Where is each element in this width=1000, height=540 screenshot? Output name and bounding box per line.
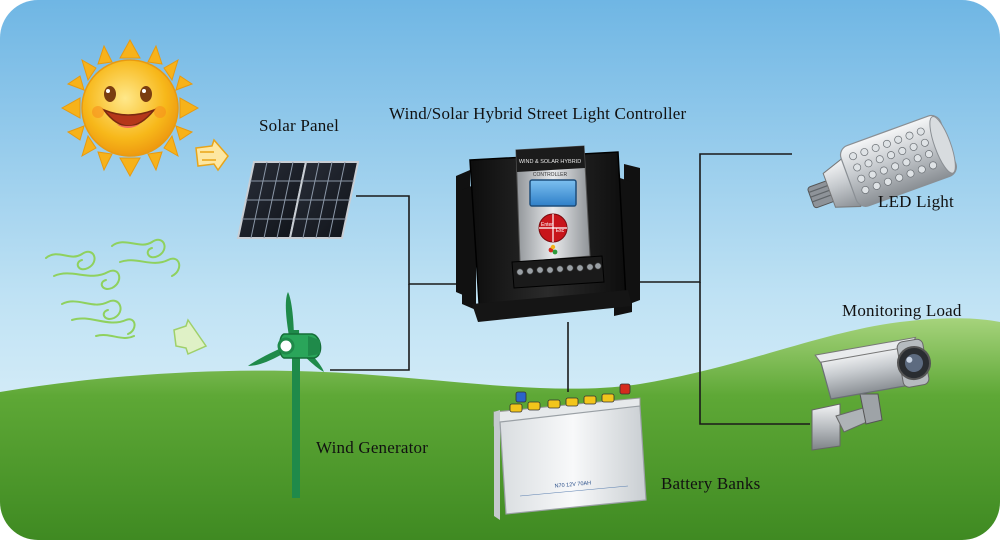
controller-lcd <box>529 179 577 207</box>
svg-text:Enter: Enter <box>541 222 553 228</box>
battery-banks-label: Battery Banks <box>661 474 761 493</box>
solar-panel-icon <box>236 161 360 239</box>
wind-gust-icon <box>45 238 181 339</box>
cctv-camera-icon <box>811 336 932 451</box>
sunlight-arrow-icon <box>195 138 229 172</box>
battery-label-text: N70 12V 70AH <box>554 480 591 489</box>
wire-controller-to-camera <box>699 282 810 425</box>
controller-label: Wind/Solar Hybrid Street Light Controlle… <box>389 104 687 123</box>
controller-buttons: Enter Esc <box>538 213 568 243</box>
solar-panel-label: Solar Panel <box>259 116 340 135</box>
wire-wind-to-controller <box>330 284 410 371</box>
wire-controller-to-loads <box>640 153 792 283</box>
battery-icon: N70 12V 70AH <box>493 383 647 520</box>
led-bulb-icon <box>807 114 957 209</box>
controller-sub-text: CONTROLLER <box>533 172 568 178</box>
controller-header-text: WIND & SOLAR HYBRID <box>519 159 581 165</box>
controller-icon: WIND & SOLAR HYBRID CONTROLLER Enter Esc <box>456 145 640 322</box>
sun-icon <box>60 38 200 178</box>
svg-text:Esc: Esc <box>556 228 565 234</box>
wind-arrow-icon <box>173 318 208 356</box>
wind-turbine-icon <box>248 292 324 498</box>
led-light-label: LED Light <box>878 192 954 211</box>
wiring <box>330 153 810 425</box>
wind-generator-label: Wind Generator <box>316 438 429 457</box>
controller-logo <box>548 244 558 255</box>
wire-solar-to-controller <box>356 195 462 285</box>
monitoring-load-label: Monitoring Load <box>842 301 962 320</box>
